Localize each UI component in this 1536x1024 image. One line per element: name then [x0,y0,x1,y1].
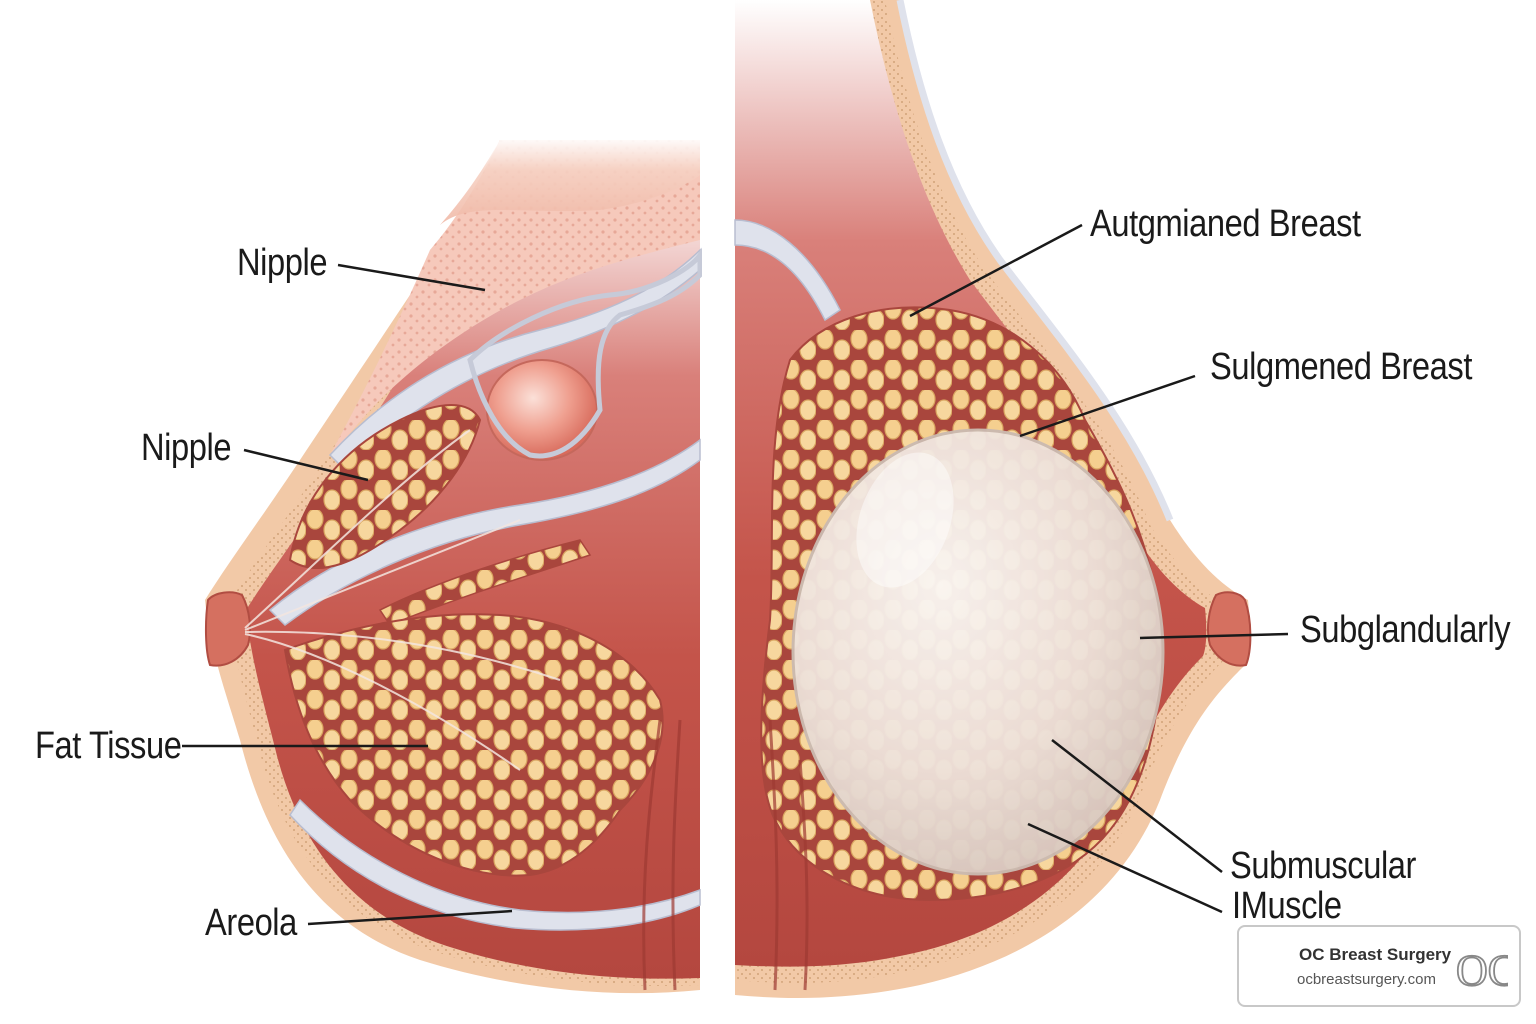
label-right-muscle: IMuscle [1232,885,1342,927]
label-right-sulgmened-breast: Sulgmened Breast [1210,346,1472,388]
left-nipple-bump [204,591,251,667]
brand-url: ocbreastsurgery.com [1297,971,1436,988]
left-mid-fat-band [378,539,592,626]
left-upper-fat-lobules [288,404,482,569]
label-right-subglandularly: Subglandularly [1300,609,1511,651]
leader-right-submuscular [1051,739,1223,873]
left-upper-skin-top [440,140,700,225]
brand-monogram-icon: OC [1455,945,1508,995]
leader-left-mid [243,448,369,482]
leader-left-top [337,263,486,292]
left-nodule-sheath [467,246,703,459]
right-nipple-bump [1207,591,1252,667]
leader-left-areola [307,909,513,926]
right-implant-highlight [856,452,954,588]
label-right-submuscular: Submuscular [1230,845,1416,887]
left-lower-fat-lobules [283,613,664,877]
leader-right-subglandular [1139,632,1289,640]
right-fascia-skin [896,0,1174,522]
svg-text:OC: OC [1456,946,1508,995]
center-divider [702,0,732,1024]
leader-right-augmented [909,223,1083,318]
left-pectoral-strands [642,719,682,991]
leader-lines [182,223,1289,926]
right-breast-section [734,0,1252,998]
right-pectoral-strands [768,719,809,991]
left-fascia-mid [268,438,701,626]
right-fascia-top [734,219,841,322]
label-left-nipple-top: Nipple [237,242,328,284]
left-nodule [486,359,598,461]
brand-watermark-box: OC Breast Surgery ocbreastsurgery.com OC [1237,925,1521,1007]
left-upper-skin [330,140,700,455]
leader-right-muscle [1027,822,1223,914]
left-fascia-lower [289,798,701,931]
left-breast-section [204,140,703,994]
label-right-augmented-breast: Autgmianed Breast [1090,203,1361,245]
left-ducts [244,429,561,771]
label-left-fat-tissue: Fat Tissue [35,725,182,767]
right-implant [791,428,1165,876]
label-left-nipple-mid: Nipple [141,427,232,469]
leader-right-sulgmened [1019,374,1196,438]
brand-name: OC Breast Surgery [1299,945,1452,964]
label-left-areola: Areola [205,902,297,944]
